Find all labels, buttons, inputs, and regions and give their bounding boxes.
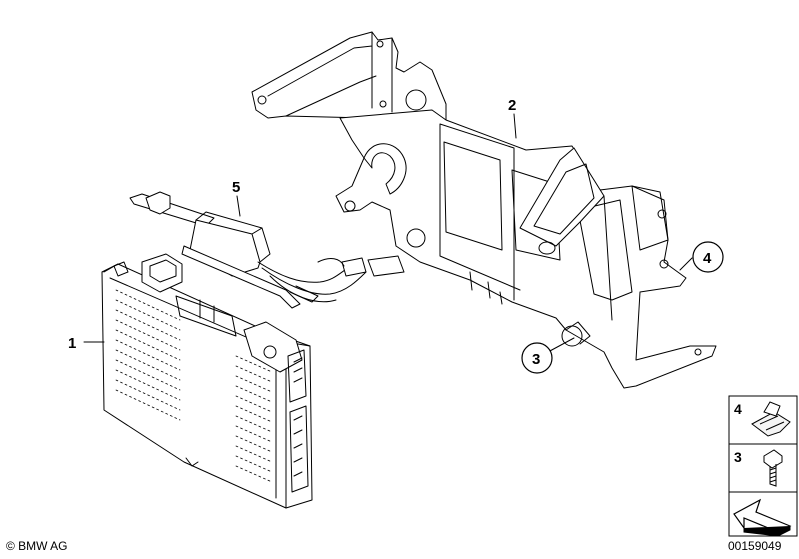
callout-1: 1 [68, 335, 76, 352]
legend-label-4: 4 [734, 401, 742, 417]
callout-4: 4 [692, 241, 724, 273]
direction-arrow-icon [733, 498, 792, 537]
bolt-icon [763, 449, 783, 487]
callouts: 1 2 3 4 5 [68, 97, 724, 374]
control-unit-part-1 [101, 253, 313, 509]
callout-3: 3 [521, 342, 553, 374]
svg-text:3: 3 [532, 351, 540, 368]
legend-label-3: 3 [734, 449, 742, 465]
parts-legend: 4 3 [728, 395, 798, 537]
callout-5: 5 [232, 179, 240, 196]
leader-lines [83, 113, 693, 353]
copyright-text: © BMW AG [6, 539, 68, 553]
callout-2: 2 [508, 97, 516, 114]
diagram-id-text: 00159049 [728, 539, 782, 553]
bracket-part-2 [251, 31, 717, 389]
svg-text:4: 4 [703, 250, 712, 267]
vent-holes [115, 289, 273, 483]
harness-part-5 [129, 191, 405, 309]
spring-nut-icon [751, 401, 791, 437]
